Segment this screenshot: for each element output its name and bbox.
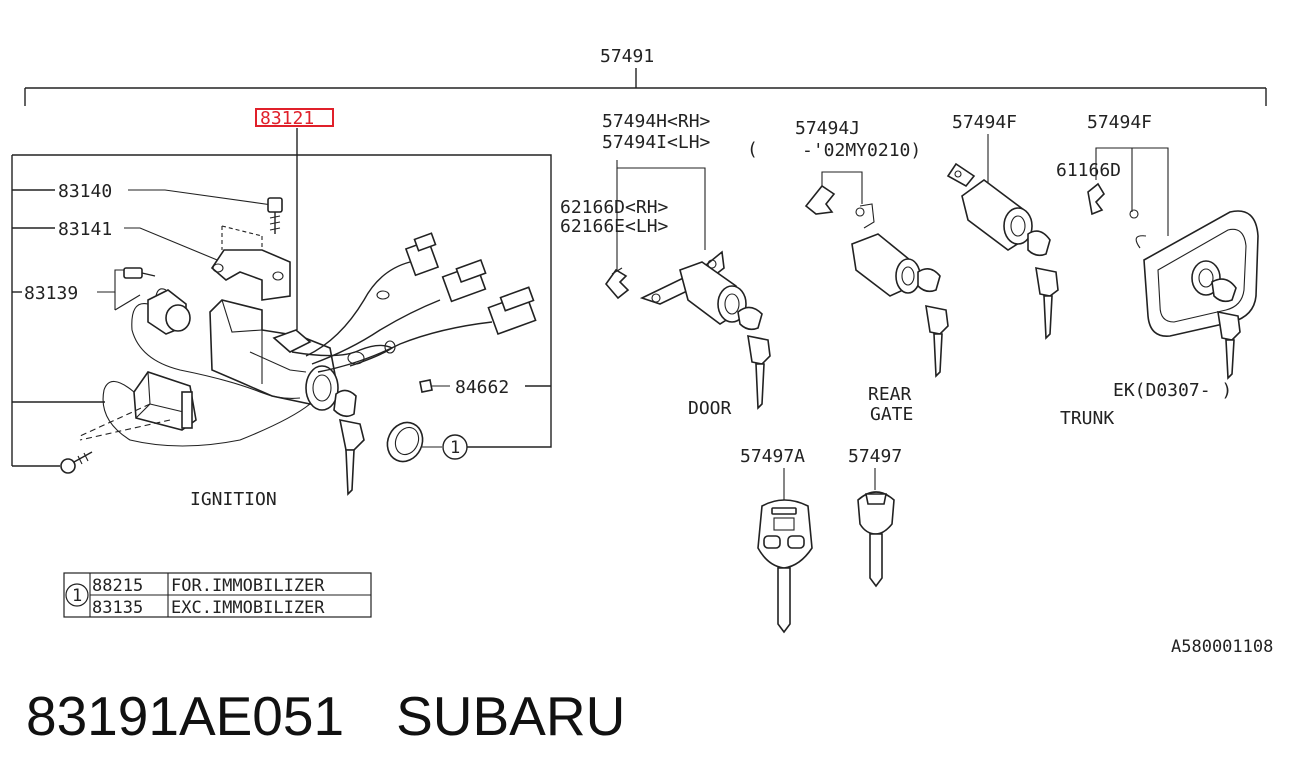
legend-table [63,572,372,618]
label-57494f-2: 57494F [1087,112,1152,133]
label-83139: 83139 [24,283,78,304]
label-57497: 57497 [848,446,902,467]
label-ignition: IGNITION [190,489,277,510]
legend-row1-part: 88215 [92,576,143,596]
label-57494h: 57494H<RH> [602,111,711,132]
solenoid-83139 [123,267,301,399]
part-number: 83191AE051 [26,685,345,747]
ignition-harness [291,232,537,373]
label-84662: 84662 [455,377,509,398]
rear-gate-lock [804,184,949,378]
rear-leaders [821,171,863,204]
label-gate: GATE [870,404,913,425]
footer: 83191AE051 SUBARU [26,684,625,748]
label-57491: 57491 [600,46,654,67]
ignition-leaders [97,189,450,387]
trunk-lock [1087,182,1259,380]
ignition-lock-body [209,299,339,411]
label-57494f-1: 57494F [952,112,1017,133]
label-57494i: 57494I<LH> [602,132,711,153]
legend-row1-desc: FOR.IMMOBILIZER [171,576,325,596]
ignition-frame [11,154,552,467]
bolt-83140 [267,197,283,234]
label-83140: 83140 [58,181,112,202]
reference-code: A580001108 [1171,637,1273,657]
circle-marker-1 [442,434,468,460]
key-57497 [857,491,895,588]
legend-row2-part: 83135 [92,598,143,618]
label-rear: REAR [868,384,912,405]
label-83121[interactable]: 83121 [260,108,314,129]
label-door-paren: ( [747,139,758,160]
label-62166e: 62166E<LH> [560,216,669,237]
label-trunk: TRUNK [1060,408,1114,429]
screw-bottom [60,451,93,474]
pin-84662 [419,379,433,393]
label-62166d: 62166D<RH> [560,197,669,218]
label-57494j: 57494J [795,118,860,139]
clamp-83141 [210,225,291,301]
ring-part-1 [386,421,442,463]
door-leaders [616,160,706,272]
trunk-leaders [1095,147,1169,236]
circle-marker-1-text: 1 [450,438,460,458]
label-ek: EK(D0307- ) [1113,380,1232,401]
label-83141: 83141 [58,219,112,240]
legend-marker: 1 [72,586,82,606]
immobilizer-unit [79,371,311,447]
highlight-83121[interactable]: 83121 [255,108,334,129]
label-57497a: 57497A [740,446,805,467]
legend-row2-desc: EXC.IMMOBILIZER [171,598,325,618]
lock-57494f-1 [946,162,1059,340]
ignition-key [333,389,365,496]
key-57497a [757,499,813,634]
door-lock [604,250,771,410]
brand: SUBARU [396,685,626,747]
label-02my: -'02MY0210) [802,140,921,161]
label-61166d: 61166D [1056,160,1121,181]
assembly-bracket [24,68,1267,106]
label-door: DOOR [688,398,732,419]
